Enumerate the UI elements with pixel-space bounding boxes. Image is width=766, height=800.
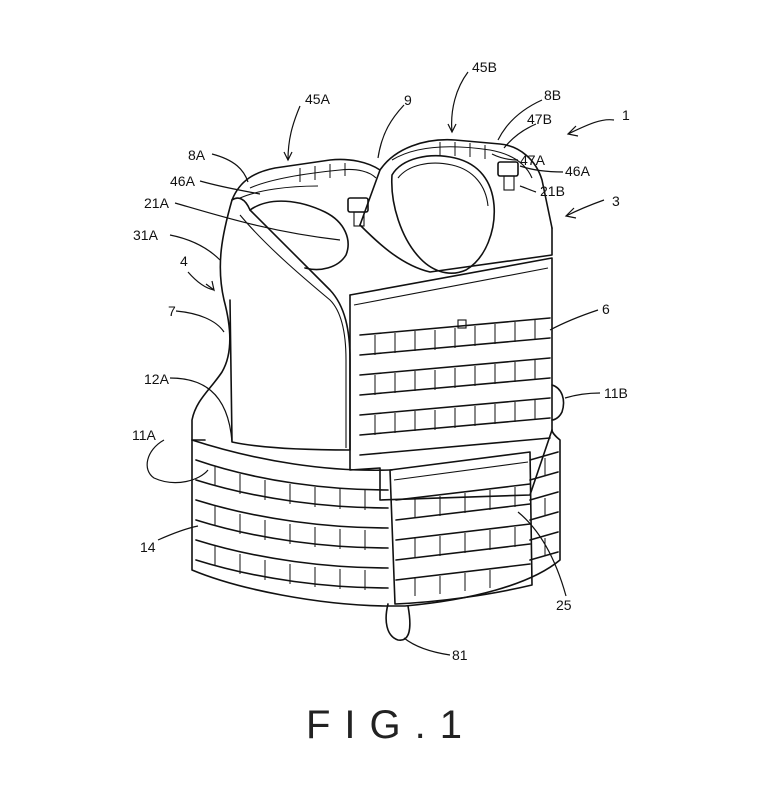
label-4: 4	[180, 253, 188, 269]
label-3: 3	[612, 193, 620, 209]
figure-caption: FIG.1	[306, 703, 476, 747]
leader-lines	[146, 71, 615, 656]
label-6: 6	[602, 301, 610, 317]
label-46A-left: 46A	[170, 173, 196, 189]
vest-drawing	[191, 138, 565, 641]
label-7: 7	[168, 303, 176, 319]
label-21B: 21B	[540, 183, 565, 199]
label-47B: 47B	[527, 111, 552, 127]
side-panel-outline	[191, 199, 233, 441]
label-9: 9	[404, 92, 412, 108]
label-8A: 8A	[188, 147, 206, 163]
label-47A: 47A	[520, 152, 546, 168]
cummerbund	[191, 429, 561, 607]
right-shoulder-strap	[379, 138, 553, 229]
label-45B: 45B	[472, 59, 497, 75]
front-molle-rows	[359, 317, 551, 456]
reference-labels: 45A 9 45B 8B 47B 1 8A 47A 46A 46A 21B 3 …	[132, 59, 630, 663]
buckle-right	[497, 161, 519, 177]
front-panel-outline	[359, 224, 553, 273]
label-11B: 11B	[604, 385, 628, 401]
drag-loop	[385, 603, 411, 641]
left-arm-opening	[249, 200, 349, 271]
label-21A: 21A	[144, 195, 170, 211]
front-carrier-body	[349, 294, 553, 501]
label-12A: 12A	[144, 371, 170, 387]
left-shoulder-strap	[231, 158, 381, 226]
front-flap	[389, 451, 533, 605]
label-14: 14	[140, 539, 156, 555]
left-front-panel	[229, 197, 351, 451]
label-11A: 11A	[132, 427, 157, 443]
label-31A: 31A	[133, 227, 159, 243]
label-81: 81	[452, 647, 468, 663]
label-1: 1	[622, 107, 630, 123]
label-46A-right: 46A	[565, 163, 591, 179]
label-25: 25	[556, 597, 572, 613]
right-arm-opening	[391, 154, 496, 274]
label-45A: 45A	[305, 91, 331, 107]
label-8B: 8B	[544, 87, 561, 103]
